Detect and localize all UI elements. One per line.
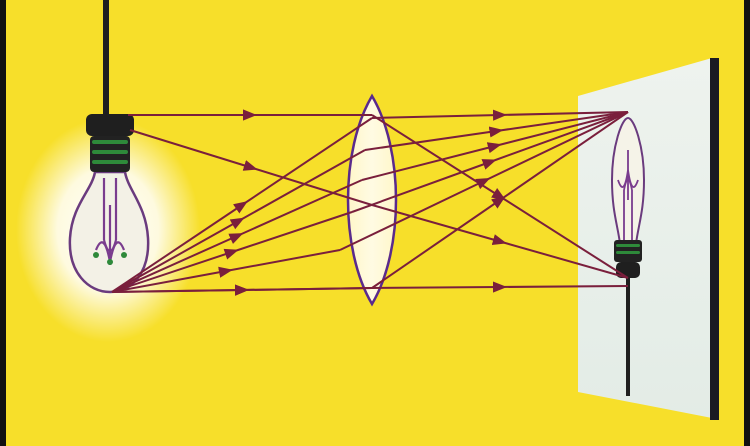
bulb-socket-threads [92, 140, 128, 164]
screen-edge [710, 58, 719, 420]
bulb-socket-top [86, 114, 134, 136]
bulb-cord [103, 0, 109, 118]
left-frame [0, 0, 6, 446]
image-cord [626, 278, 630, 396]
right-frame [744, 0, 750, 446]
